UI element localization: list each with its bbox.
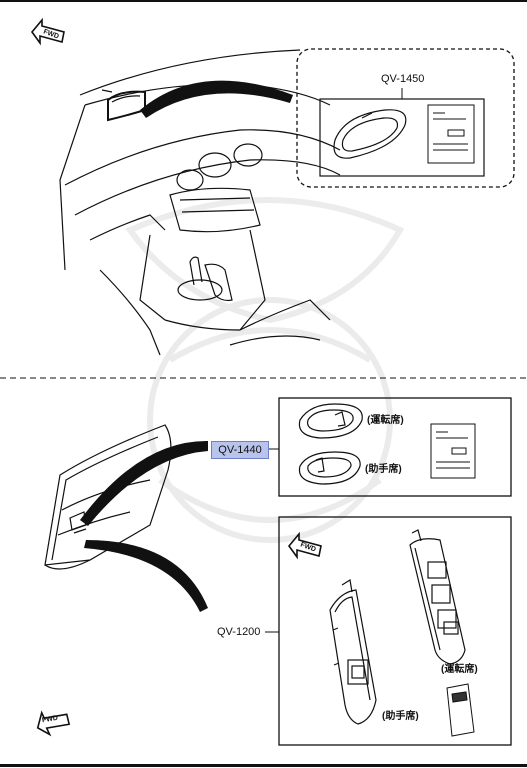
- part-number-switch-panel: QV-1200: [217, 626, 261, 638]
- part-number-door-panel: QV-1440: [211, 441, 269, 459]
- driver-seat-label-switch: (運転席): [441, 664, 478, 675]
- mirror-cover-icon: [333, 109, 407, 159]
- door-trim-kit-box: [278, 397, 512, 497]
- driver-seat-label-trim: (運転席): [367, 415, 404, 426]
- pointer-arrow-door-panel: [80, 440, 208, 526]
- passenger-seat-label-trim: (助手席): [365, 464, 402, 475]
- passenger-seat-label-switch: (助手席): [382, 711, 419, 722]
- top-border: [0, 0, 527, 2]
- part-number-mirror: QV-1450: [381, 73, 425, 85]
- switch-panel-icon: [409, 529, 466, 665]
- bottom-border: [0, 764, 527, 767]
- fwd-label-bottom: FWD: [41, 714, 59, 725]
- fwd-arrow-icon: [287, 531, 322, 560]
- instruction-sheet-icon: [430, 423, 476, 479]
- fwd-arrow-icon: [30, 17, 65, 46]
- door-trim-icon: [298, 403, 363, 485]
- switch-panel-kit-box: [278, 516, 512, 746]
- fwd-arrow-icon: [36, 710, 71, 737]
- instruction-sheet-icon: [446, 683, 475, 737]
- watermark: [125, 197, 405, 543]
- door-drawing: [44, 424, 172, 570]
- mirror-kit-callout: [296, 48, 515, 188]
- switch-panel-icon: [329, 579, 377, 725]
- pointer-arrow-switch-panel: [84, 540, 208, 612]
- car-interior-drawing: [59, 49, 341, 356]
- instruction-sheet-icon: [427, 104, 475, 164]
- pointer-arrow-mirror: [140, 80, 293, 118]
